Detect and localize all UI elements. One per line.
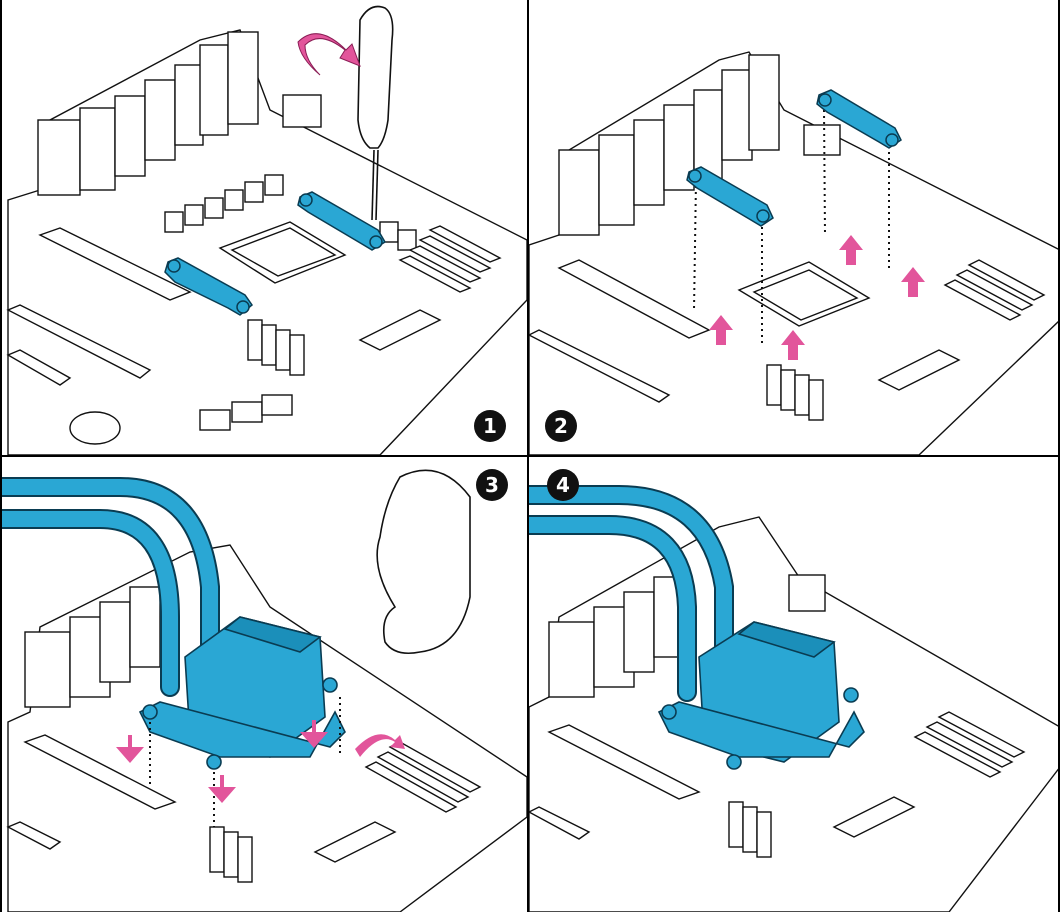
divider-horizontal	[0, 455, 1060, 457]
cmos-battery	[69, 411, 121, 445]
hand-icon	[376, 469, 471, 655]
pump-block	[138, 616, 346, 770]
ram-slots	[943, 259, 1046, 321]
mounting-bracket-left	[164, 257, 254, 316]
mounting-bracket-right	[816, 89, 902, 149]
screwdriver-icon	[357, 5, 394, 221]
step-number-badge: 1	[474, 410, 506, 442]
ram-slots	[913, 711, 1026, 778]
power-connector	[803, 124, 841, 156]
atx-connector	[877, 349, 961, 391]
mounting-bracket-left	[686, 166, 774, 227]
frame-left	[0, 0, 2, 912]
sata-ports	[199, 394, 293, 431]
alignment-guides	[149, 697, 341, 827]
atx-connector	[358, 309, 442, 351]
panel-step-2: 2	[529, 0, 1060, 455]
step-3-illustration	[0, 469, 527, 912]
panel-step-4: 4	[529, 457, 1060, 912]
pcie-slot	[38, 227, 192, 301]
rotate-arrow-icon	[355, 734, 405, 757]
io-port-block	[37, 119, 81, 196]
step-number-badge: 4	[547, 469, 579, 501]
step-number-badge: 3	[476, 469, 508, 501]
step-4-illustration	[529, 485, 1060, 912]
step-number-badge: 2	[545, 410, 577, 442]
atx-connector	[313, 821, 397, 863]
rotate-arrow-icon	[297, 33, 361, 76]
ram-slots	[364, 741, 482, 813]
ram-slots	[398, 225, 502, 293]
frame-right	[1058, 0, 1060, 912]
pcie-slot	[23, 734, 177, 810]
power-connector	[282, 94, 322, 128]
alignment-guides	[693, 109, 890, 345]
power-connector	[788, 574, 826, 612]
atx-connector	[832, 796, 916, 838]
pump-block	[657, 621, 865, 770]
step-2-illustration	[529, 51, 1060, 455]
vrm-row	[164, 174, 417, 251]
panel-step-3: 3	[0, 457, 527, 912]
panel-step-1: 1	[0, 0, 527, 455]
lift-arrow-icon	[709, 235, 925, 360]
step-1-illustration	[6, 5, 527, 455]
pcie-slot	[547, 724, 701, 800]
mounting-bracket-right	[297, 191, 387, 251]
down-arrow-icon	[116, 720, 328, 803]
